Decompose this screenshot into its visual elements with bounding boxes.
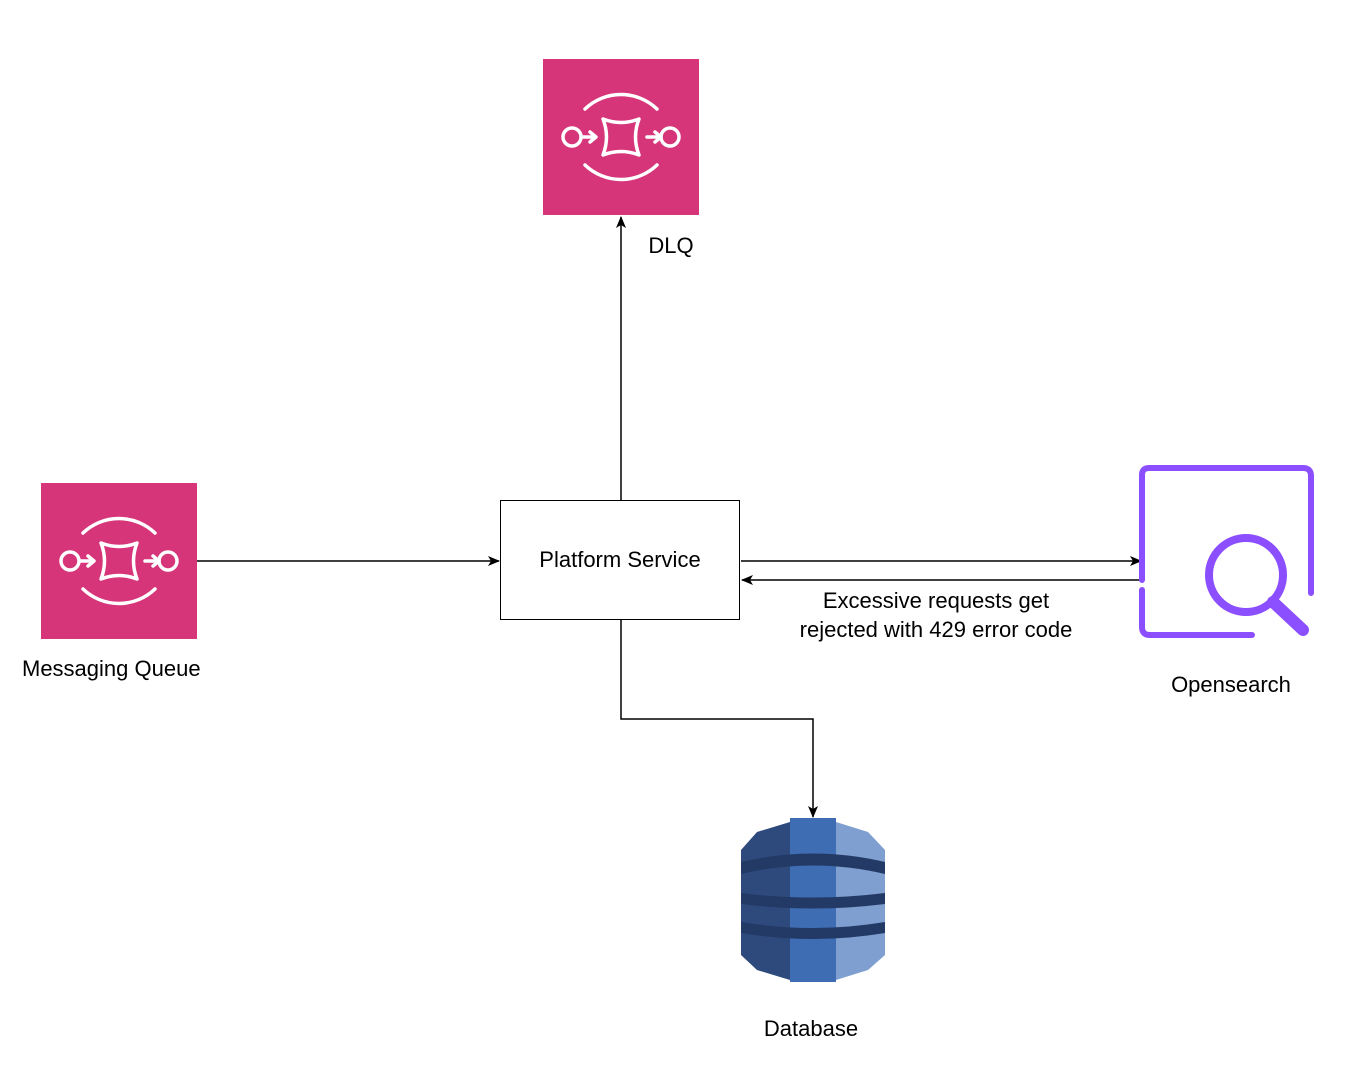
dlq-label: DLQ <box>648 233 694 258</box>
opensearch-icon <box>1139 465 1314 638</box>
database-label: Database <box>763 1016 859 1041</box>
rejection-edge-label-line-1: Excessive requests get <box>822 588 1050 613</box>
platform-service-label: Platform Service <box>539 547 701 572</box>
messaging-queue-icon <box>41 483 197 639</box>
messaging-queue-label: Messaging Queue <box>22 656 201 681</box>
opensearch-label: Opensearch <box>1171 672 1291 697</box>
rejection-edge-label: Excessive requests get rejected with 429… <box>800 586 1073 644</box>
platform-service-node: Platform Service <box>500 500 740 620</box>
dlq-queue-icon <box>543 59 699 215</box>
rejection-edge-label-line-2: rejected with 429 error code <box>799 617 1073 642</box>
dynamodb-icon <box>741 818 885 982</box>
edge-platform-to-database <box>620 620 818 818</box>
